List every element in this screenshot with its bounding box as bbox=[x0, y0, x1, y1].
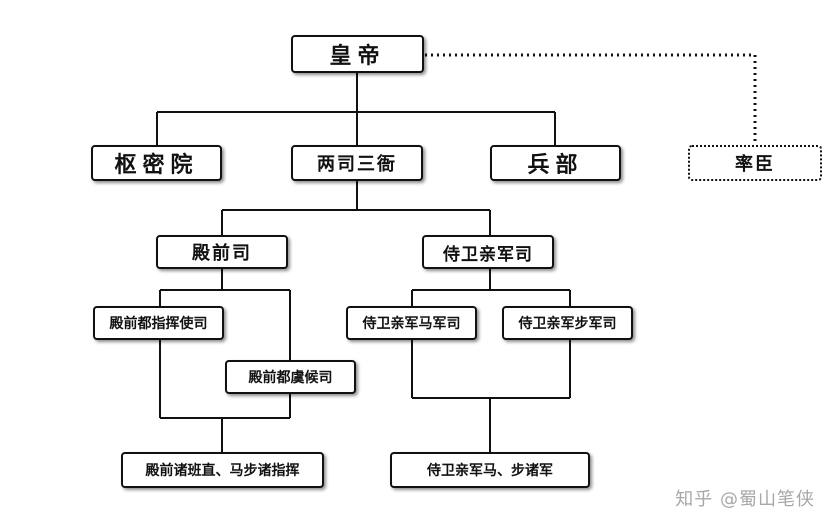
node-shiwei-zhujun: 侍卫亲军马、步诸军 bbox=[390, 452, 590, 488]
node-shiwei: 侍卫亲军司 bbox=[422, 235, 554, 269]
node-zhihuishi: 殿前都指挥使司 bbox=[93, 306, 224, 340]
connector-dotted-shuaichen bbox=[425, 53, 757, 145]
node-liangsi: 两司三衙 bbox=[291, 145, 423, 181]
node-emperor: 皇帝 bbox=[291, 35, 424, 73]
node-shumiyuan: 枢密院 bbox=[91, 145, 222, 181]
node-yuhousi: 殿前都虞候司 bbox=[225, 360, 356, 394]
node-shuaichen: 率臣 bbox=[688, 145, 822, 181]
node-majunsi: 侍卫亲军马军司 bbox=[346, 306, 477, 340]
node-bingbu: 兵部 bbox=[490, 145, 621, 181]
node-dianqiansi: 殿前司 bbox=[156, 235, 288, 269]
watermark: 知乎 @蜀山笔侠 bbox=[675, 489, 815, 510]
node-dianqian-zhuban: 殿前诸班直、马步诸指挥 bbox=[121, 452, 324, 488]
node-bujunsi: 侍卫亲军步军司 bbox=[502, 306, 633, 340]
